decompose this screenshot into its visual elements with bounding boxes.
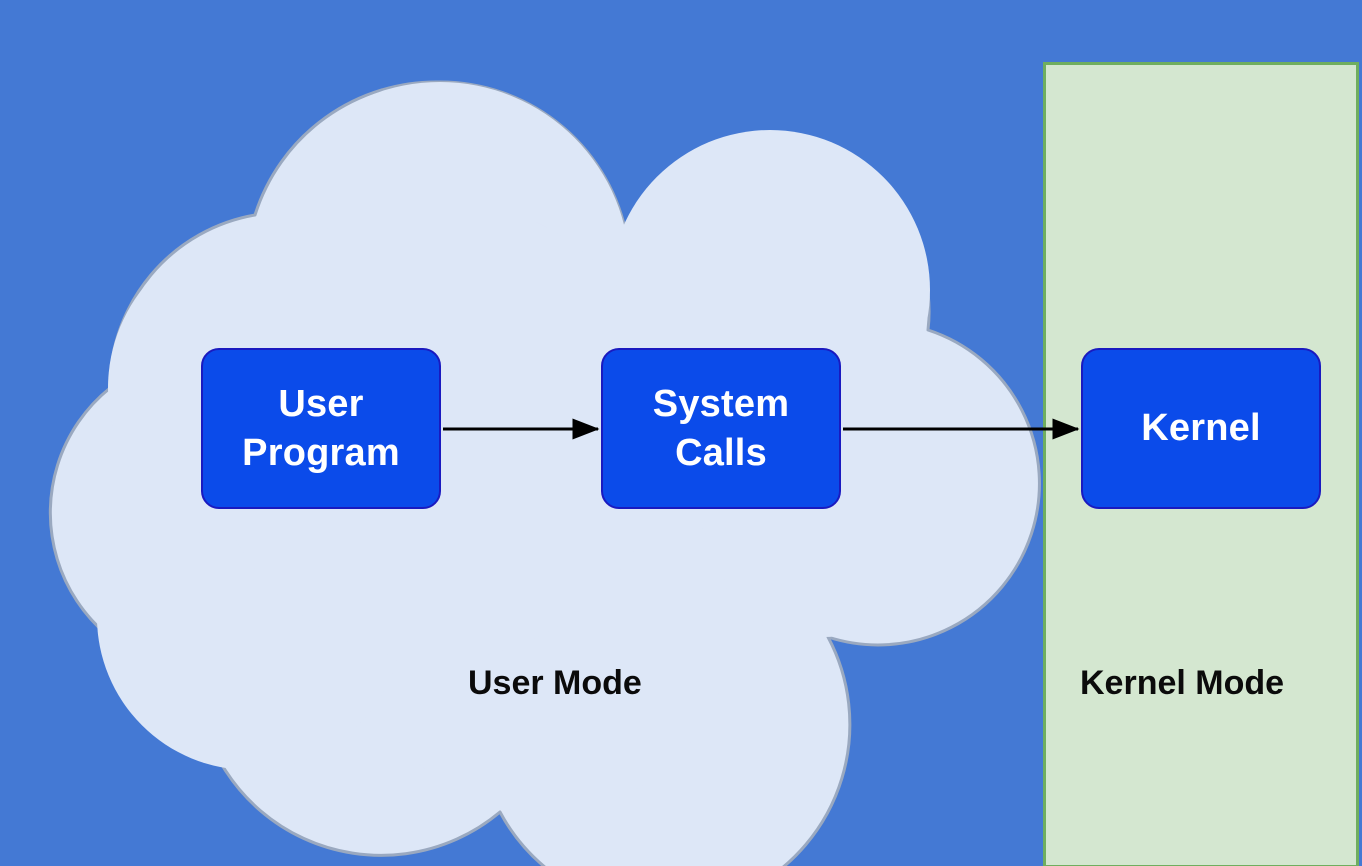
node-user-program[interactable]: User Program bbox=[201, 348, 441, 509]
node-kernel[interactable]: Kernel bbox=[1081, 348, 1321, 509]
user-mode-cloud bbox=[48, 80, 1041, 866]
kernel-mode-label: Kernel Mode bbox=[1080, 664, 1285, 702]
node-system-calls[interactable]: System Calls bbox=[601, 348, 841, 509]
user-mode-label: User Mode bbox=[468, 664, 642, 702]
